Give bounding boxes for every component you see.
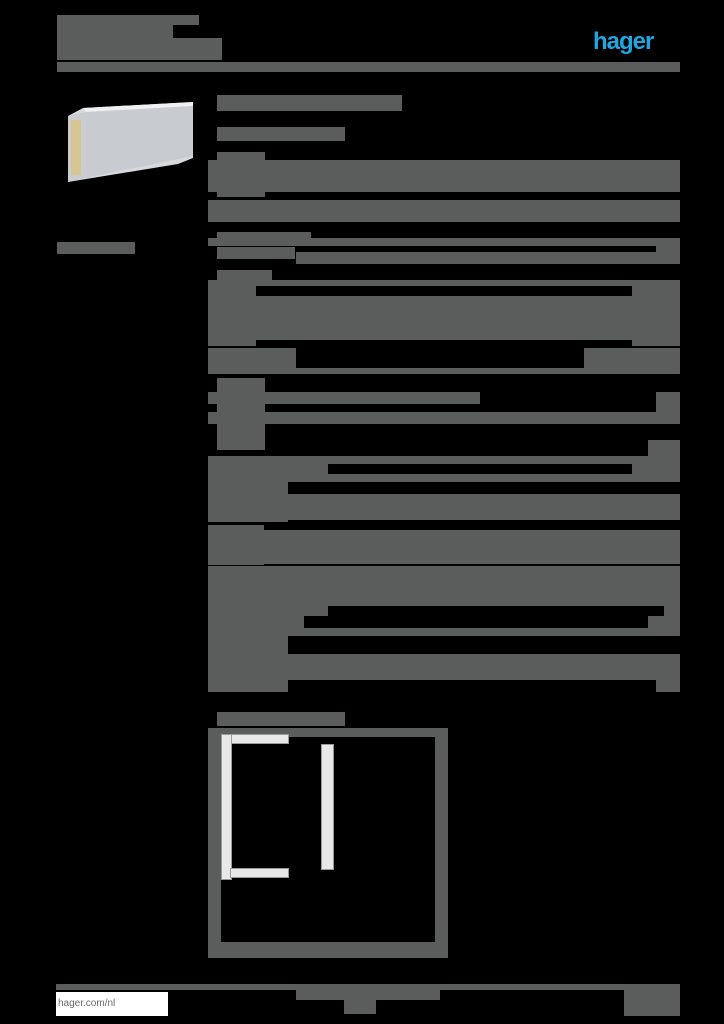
spec-block <box>208 566 680 606</box>
spec-block <box>208 494 680 520</box>
footer-info-redacted <box>344 1000 376 1014</box>
footer-website-link[interactable]: hager.com/nl <box>58 998 116 1009</box>
document-title-redacted <box>57 15 199 25</box>
spec-block <box>208 628 680 636</box>
spec-block <box>208 296 680 340</box>
spec-block <box>208 530 680 564</box>
footer-url-box <box>56 992 168 1016</box>
footer-page-redacted <box>624 984 680 1016</box>
trunking-cover-profile <box>321 744 334 870</box>
drawing-title-redacted <box>217 712 345 726</box>
footer-rule <box>56 984 680 990</box>
spec-block <box>208 654 680 680</box>
spec-block <box>208 680 288 692</box>
spec-block <box>208 456 680 464</box>
trunking-base-profile <box>221 734 232 880</box>
document-title-redacted <box>57 22 173 40</box>
document-subtitle-redacted <box>57 38 222 60</box>
spec-block <box>664 606 680 616</box>
hager-logo: hager <box>593 28 654 55</box>
spec-block <box>208 238 680 246</box>
spec-block <box>632 464 680 474</box>
spec-block <box>656 392 680 412</box>
spec-block <box>208 636 288 654</box>
spec-block <box>648 616 680 628</box>
spec-block <box>208 606 328 616</box>
spec-block <box>208 200 680 222</box>
spec-block <box>208 392 480 404</box>
product-title-redacted <box>217 95 402 111</box>
spec-block <box>217 247 295 259</box>
footer-info-redacted <box>296 990 440 1000</box>
spec-block <box>584 348 680 374</box>
spec-block <box>208 160 680 192</box>
header-rule <box>57 62 680 72</box>
spec-block <box>208 464 328 474</box>
spec-block <box>208 474 680 482</box>
spec-block <box>656 680 680 692</box>
spec-block <box>208 412 680 424</box>
product-subtitle-redacted <box>217 127 345 141</box>
trunking-base-profile <box>230 868 289 878</box>
spec-block <box>296 252 680 264</box>
product-image <box>68 102 193 182</box>
spec-block <box>208 348 296 374</box>
spec-block <box>208 616 304 628</box>
spec-block <box>217 270 272 280</box>
spec-block <box>648 440 680 456</box>
spec-block <box>656 240 680 264</box>
spec-block <box>296 368 584 374</box>
sidebar-label-redacted <box>57 242 135 254</box>
spec-block <box>208 280 680 286</box>
